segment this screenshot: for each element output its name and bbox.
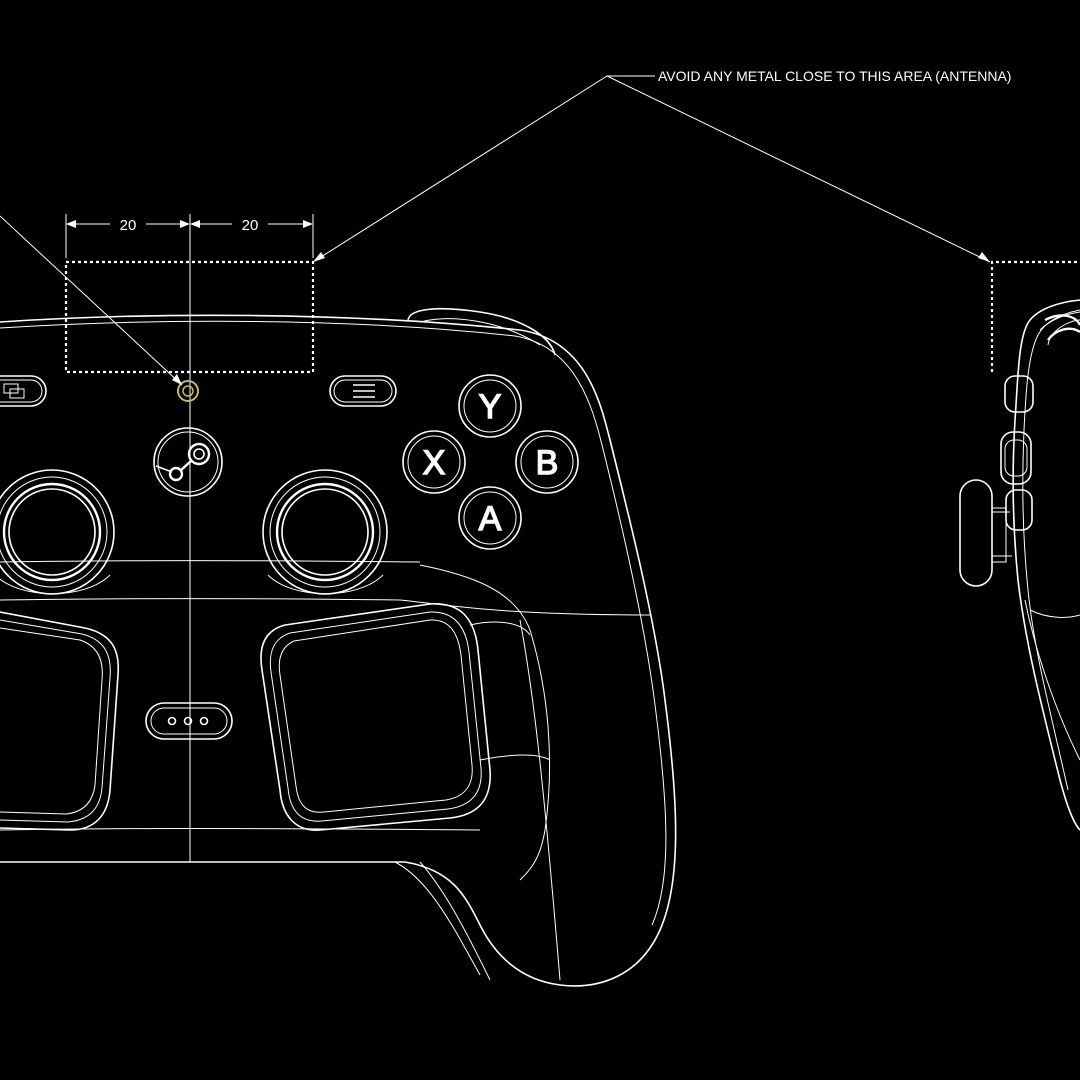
controller-body-outline [0,314,677,987]
antenna-note-label: AVOID ANY METAL CLOSE TO THIS AREA (ANTE… [658,68,1011,84]
side-button-low [1005,489,1033,531]
face-button-a-label: A [479,500,502,538]
face-button-b-label: B [536,444,559,482]
side-thumbstick [959,479,993,587]
steam-logo-icon [155,442,211,482]
side-button-mid [1000,431,1032,485]
dots-icon [167,716,209,726]
controller-side-view [959,260,1080,831]
dimension-right-label: 20 [242,217,259,234]
controller-front-view: Y X B A [0,216,677,987]
menu-button[interactable] [329,375,397,407]
left-trackpad[interactable] [0,611,120,831]
led-callout [0,215,183,386]
body-inner-contour [0,320,667,926]
face-button-x[interactable]: X [402,430,466,494]
antenna-zone-front [64,260,315,374]
menu-icon [353,384,375,398]
steam-button[interactable] [153,427,223,497]
grip-line-middle [0,598,651,616]
right-bumper [407,307,556,356]
dimension-left-label: 20 [120,217,137,234]
face-button-a[interactable]: A [458,486,522,550]
right-bumper-inner [419,318,541,346]
view-button[interactable] [0,375,47,407]
side-body-outline [1012,299,1080,831]
right-grip-panel-inner [469,621,551,761]
led-indicator [177,380,199,402]
face-button-y[interactable]: Y [458,374,522,438]
grip-line-upper [0,560,421,563]
right-thumbstick[interactable] [262,469,388,595]
face-button-y-label: Y [479,388,502,426]
right-grip-panel [419,564,551,881]
antenna-callout: AVOID ANY METAL CLOSE TO THIS AREA (ANTE… [312,68,1011,263]
antenna-zone-side [990,260,1080,372]
face-button-b[interactable]: B [515,430,579,494]
face-button-x-label: X [423,444,446,482]
view-icon [3,383,25,399]
dimension-annotation: 20 20 [65,214,314,258]
right-trackpad[interactable] [260,603,491,831]
quick-access-button[interactable] [145,702,233,740]
body-lower-contour [394,619,561,981]
side-button-top [1004,375,1034,413]
left-thumbstick[interactable] [0,469,115,595]
